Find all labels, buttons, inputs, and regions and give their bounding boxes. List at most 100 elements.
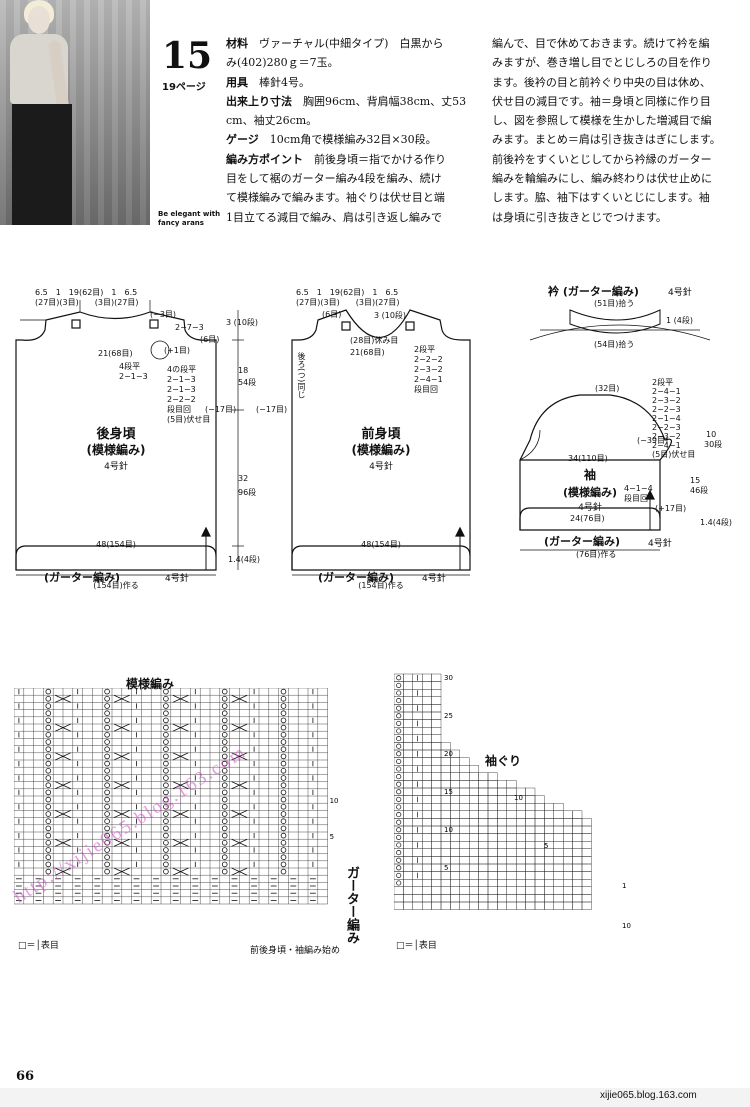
- front-neck-3: (6目): [322, 310, 342, 319]
- sleeve-dec-line: 2−4−1: [652, 441, 681, 450]
- back-side-dec: (−17目): [205, 405, 237, 414]
- back-chest-note: 21(68目): [98, 349, 133, 358]
- front-right-note1: 2段平: [414, 345, 436, 354]
- footer-bar: [0, 1088, 750, 1107]
- sleeve-side-dec: (−39目): [637, 436, 669, 445]
- armhole-row-mark: 30: [444, 674, 453, 682]
- instruction-line: 出来上り寸法 胸囲96cm、背肩幅38cm、丈53: [226, 92, 488, 111]
- sleeve-width: 34(110目): [568, 454, 608, 463]
- front-garter-needle: 4号針: [422, 574, 446, 584]
- sleeve-dec-line: 2−3−2: [652, 396, 681, 405]
- instruction-line: 目をして裾のガーター編み4段を編み、続け: [226, 169, 488, 188]
- pattern-number: 15: [162, 35, 213, 77]
- instruction-line: 用具 棒針4号。: [226, 73, 488, 92]
- armhole-row-mark: 15: [444, 788, 453, 796]
- front-body-title: 前身頃: [361, 427, 401, 442]
- sleeve-needle: 4号針: [578, 503, 602, 513]
- front-side-dec: (−17目): [256, 405, 288, 414]
- front-neck-4: 3 (10段): [374, 311, 407, 320]
- instruction-label: ゲージ: [226, 133, 259, 147]
- back-right-low1: 32: [238, 474, 249, 483]
- main-row-mark: 10: [330, 797, 339, 805]
- sleeve-bottom-width: 24(76目): [570, 514, 605, 523]
- sleeve-garter-label: (ガーター編み): [544, 535, 621, 548]
- instruction-text: 10cm角で模様編み32目×30段。: [258, 133, 437, 147]
- back-right-mid1: 18: [238, 366, 249, 375]
- sleeve-cast-on: (76目)作る: [576, 550, 617, 559]
- sleeve-dec-line: (5目)伏せ目: [652, 450, 696, 459]
- instruction-text: 胸囲96cm、背肩幅38cm、丈53: [292, 94, 467, 108]
- instruction-line: み(402)280ｇ＝7玉。: [226, 53, 488, 72]
- instruction-line: みますが、巻き増し目でとじしろの目を作り: [492, 56, 712, 70]
- instructions-right: 編んで、目で休めておきます。続けて衿を編みますが、巻き増し目でとじしろの目を作り…: [492, 34, 750, 227]
- sleeve-dec-line: 2−2−3: [652, 423, 681, 432]
- footer-url: xijie065.blog.163.com: [600, 1090, 697, 1101]
- main-chart-vertical-label: ガーター編み: [344, 866, 359, 944]
- back-dec-6: 2−2−2: [167, 395, 196, 404]
- instruction-label: 編み方ポイント: [226, 152, 303, 166]
- sleeve-r4: 46段: [690, 486, 709, 495]
- instruction-line: ます。後衿の目と前衿ぐり中央の目は休め、: [492, 75, 711, 89]
- armhole-row-mark: 20: [444, 750, 453, 758]
- instruction-line: します。脇、袖下はすくいとじにします。袖: [492, 191, 710, 205]
- main-chart-title: 模様編み: [126, 677, 175, 691]
- instruction-line: て模様編みで編みます。袖ぐりは伏せ目と端: [226, 188, 488, 207]
- sleeve-dec-line: 2−1−4: [652, 414, 681, 423]
- model-photo: [0, 0, 150, 225]
- sleeve-r1: 10: [706, 430, 717, 439]
- instruction-line: 材料 ヴァーチャル(中細タイプ) 白黒から: [226, 34, 488, 53]
- armhole-col-mark: 5: [544, 842, 548, 850]
- instruction-line: 1目立てる減目で編み、肩は引き返し編みで: [226, 208, 488, 227]
- armhole-bottom-mark: 10: [622, 922, 631, 930]
- front-right-note2: 2−2−2: [414, 355, 443, 364]
- sleeve-title: 袖: [583, 468, 596, 482]
- sleeve-r5: 1.4(4段): [700, 518, 733, 527]
- armhole-col-mark: 10: [514, 794, 523, 802]
- armhole-stitch-symbols: [396, 675, 418, 886]
- back-right-low2: 96段: [238, 488, 257, 497]
- instruction-text: 1目立てる減目で編み、肩は引き返し編みで: [226, 210, 442, 224]
- instruction-label: 材料: [226, 37, 248, 50]
- sleeve-dec-line: 2−4−1: [652, 387, 681, 396]
- front-garter-label: (ガーター編み): [318, 571, 395, 584]
- sleeve-schematic: [519, 394, 672, 551]
- page-reference: 19ページ: [162, 82, 206, 93]
- instruction-label: 用具: [226, 75, 248, 89]
- sleeve-top: (32目): [595, 384, 620, 393]
- back-shoulder-note: 2−7−3: [175, 323, 204, 332]
- back-dec-2: 2−1−3: [119, 372, 148, 381]
- back-garter-label: (ガーター編み): [44, 571, 121, 584]
- collar-side: 1 (4段): [666, 316, 693, 325]
- back-dec-8: (5目)伏せ目: [167, 415, 211, 424]
- instruction-line: 編み方ポイント 前後身頃＝指でかける作り: [226, 150, 488, 169]
- collar-schematic: [529, 309, 711, 341]
- instruction-line: みます。まとめ＝肩は引き抜きはぎにします。: [492, 133, 721, 147]
- sleeve-subtitle: (模様編み): [562, 486, 618, 499]
- main-pattern-chart: 105: [14, 688, 339, 905]
- back-neck-note: (−3目): [150, 310, 177, 319]
- armhole-bottom-mark: 1: [622, 882, 626, 890]
- front-top-dimensions: 6.5 1 19(62目) 1 6.5: [296, 288, 399, 297]
- back-dec-4: 2−1−3: [167, 375, 196, 384]
- front-cast-on: (154目)作る: [358, 581, 404, 590]
- instruction-line: 編みを輪編みにし、編み終わりは伏せ止めに: [492, 172, 712, 186]
- back-garter-needle: 4号針: [165, 574, 189, 584]
- sleeve-inc2: 段目回: [624, 494, 648, 503]
- front-left-vertical: 後ろ(つ)同じ: [297, 352, 306, 399]
- sleeve-inc1: 4−1−4: [624, 484, 653, 493]
- instruction-line: し、図を参照して模様を生かした増減目で編: [492, 114, 712, 128]
- armhole-chart-title: 袖ぐり: [485, 754, 522, 768]
- front-right-note3: 2−3−2: [414, 365, 443, 374]
- back-top-dimensions: 6.5 1 19(62目) 1 6.5: [35, 288, 138, 297]
- instruction-label: 出来上り寸法: [226, 94, 292, 108]
- instructions-left: 材料 ヴァーチャル(中細タイプ) 白黒からみ(402)280ｇ＝7玉。用具 棒針…: [226, 34, 488, 227]
- armhole-chart-legend: □＝│表目: [396, 941, 437, 951]
- instruction-line: ゲージ 10cm角で模様編み32目×30段。: [226, 130, 488, 149]
- main-chart-legend: □＝│表目: [18, 941, 59, 951]
- sleeve-dec-line: 2段平: [652, 378, 674, 387]
- schematics: [15, 300, 711, 576]
- back-dec-5: 2−1−3: [167, 385, 196, 394]
- photo-caption: Be elegant with fancy arans: [158, 210, 221, 227]
- sleeve-dec-line: 2−2−3: [652, 405, 681, 414]
